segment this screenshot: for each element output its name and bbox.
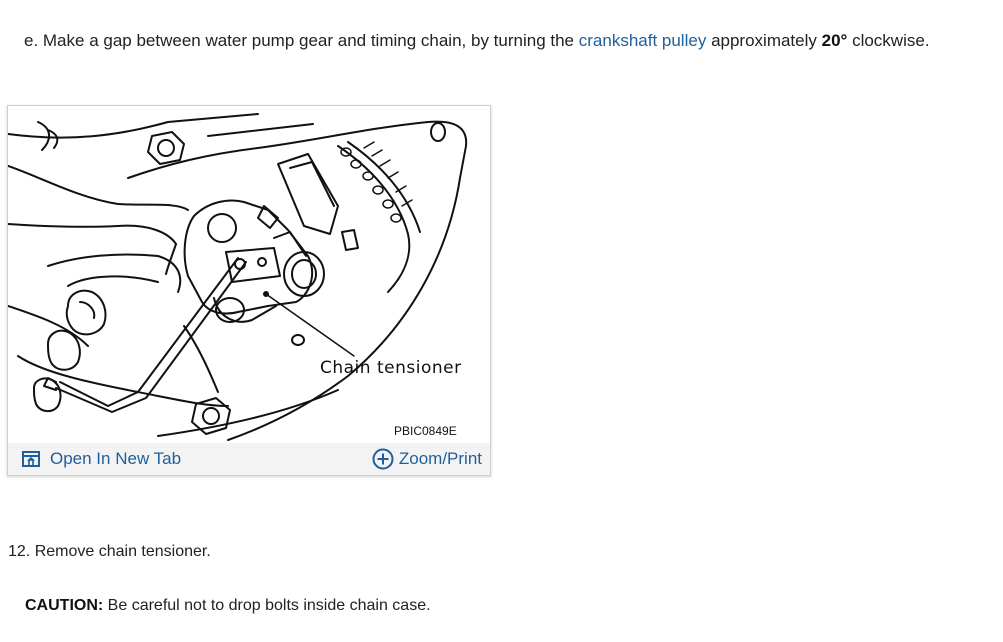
step-e-prefix: e. Make a gap between water pump gear an…	[24, 31, 575, 50]
tensioner-figure: Chain tensioner PBIC0849E Open In New Ta…	[7, 105, 491, 476]
step-e-instruction: e. Make a gap between water pump gear an…	[24, 30, 930, 52]
caution-label: CAUTION:	[25, 597, 104, 614]
chain-tensioner-label: Chain tensioner	[320, 358, 462, 378]
open-new-tab-icon	[22, 451, 40, 467]
figure-toolbar: Open In New Tab Zoom/Print	[8, 443, 490, 475]
step-e-angle: 20°	[821, 31, 848, 50]
crankshaft-pulley-link[interactable]: crankshaft pulley	[578, 31, 707, 50]
zoom-print-label: Zoom/Print	[398, 449, 482, 468]
tensioner-line-drawing	[8, 113, 468, 441]
zoom-plus-icon	[372, 448, 394, 470]
open-in-new-tab-label: Open In New Tab	[50, 449, 182, 468]
caution-text: Be careful not to drop bolts inside chai…	[107, 597, 431, 614]
step-12-instruction: 12. Remove chain tensioner.	[8, 543, 211, 560]
caution-note: CAUTION: Be careful not to drop bolts in…	[25, 595, 431, 617]
open-in-new-tab-button[interactable]: Open In New Tab	[22, 447, 181, 471]
tensioner-illustration[interactable]: Chain tensioner PBIC0849E	[8, 106, 490, 442]
figure-code: PBIC0849E	[394, 424, 457, 438]
step-e-middle: approximately	[711, 31, 817, 50]
zoom-print-button[interactable]: Zoom/Print	[372, 446, 482, 472]
step-e-suffix: clockwise.	[852, 31, 930, 50]
